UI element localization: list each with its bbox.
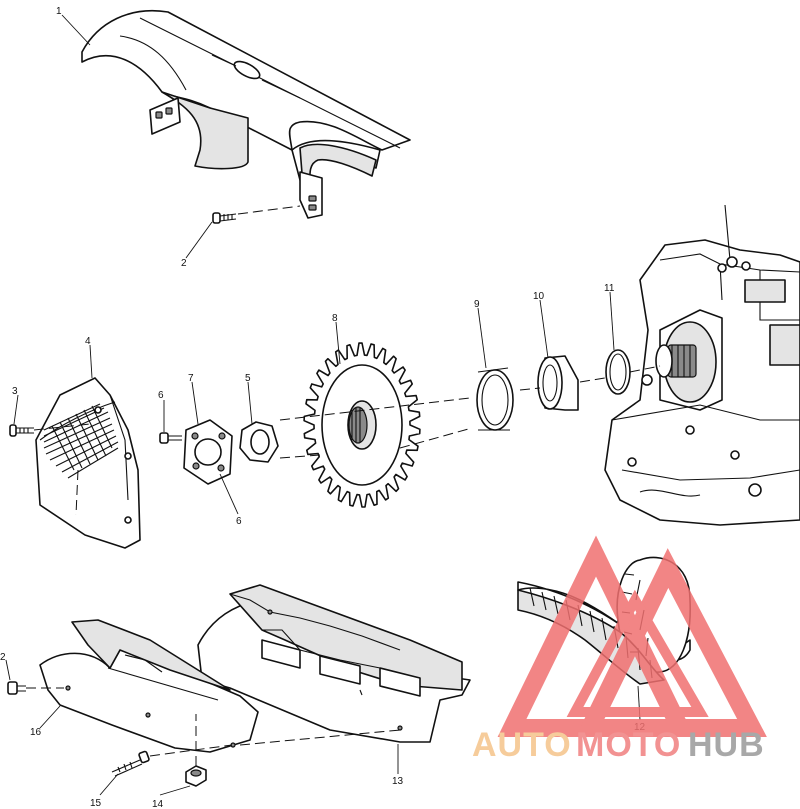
retainer-plate: [183, 419, 233, 485]
upper-belt-guard: [81, 10, 411, 219]
lower-front-panel: [39, 619, 259, 753]
callout-16: 16: [30, 727, 42, 738]
watermark-logo: AUTO MOTO HUB: [472, 535, 767, 764]
callout-6-upper: 6: [158, 390, 164, 401]
callout-2-top: 2: [181, 258, 187, 269]
lower-belt-guard: [197, 584, 471, 743]
bolt-3: [9, 423, 91, 437]
callout-5: 5: [245, 373, 251, 384]
screw-15: [111, 729, 401, 777]
drive-sprocket: [303, 342, 421, 508]
watermark-word-moto: MOTO: [576, 726, 681, 764]
leader-lines: [5, 14, 641, 796]
nut-14: [185, 714, 207, 787]
callout-15: 15: [90, 798, 102, 809]
o-ring: [605, 349, 631, 395]
bolt-lower-left: [7, 681, 64, 695]
bolt-6: [159, 432, 182, 444]
callout-11: 11: [604, 283, 615, 294]
hex-nut: [239, 421, 279, 463]
watermark-triangle-right: [575, 548, 767, 737]
callout-6-lower: 6: [236, 516, 242, 527]
engine-case: [604, 204, 800, 526]
callout-10: 10: [533, 291, 545, 302]
clutch-cover: [35, 377, 141, 549]
callout-3: 3: [12, 386, 18, 397]
bolt-top: [212, 205, 301, 224]
callout-8: 8: [332, 313, 338, 324]
bearing: [537, 355, 579, 411]
cover-vent-grille: [43, 403, 119, 479]
callout-1: 1: [56, 6, 62, 17]
watermark-word-auto: AUTO: [472, 726, 572, 764]
callout-7: 7: [188, 373, 194, 384]
callout-4: 4: [85, 336, 91, 347]
callout-9: 9: [474, 299, 480, 310]
callout-2-lower: 2: [0, 652, 6, 663]
spacer-ring: [476, 367, 514, 431]
watermark-triangle-inner: [566, 589, 709, 717]
watermark-word-hub: HUB: [688, 726, 765, 764]
callout-13: 13: [392, 776, 404, 787]
callout-14: 14: [152, 799, 164, 809]
